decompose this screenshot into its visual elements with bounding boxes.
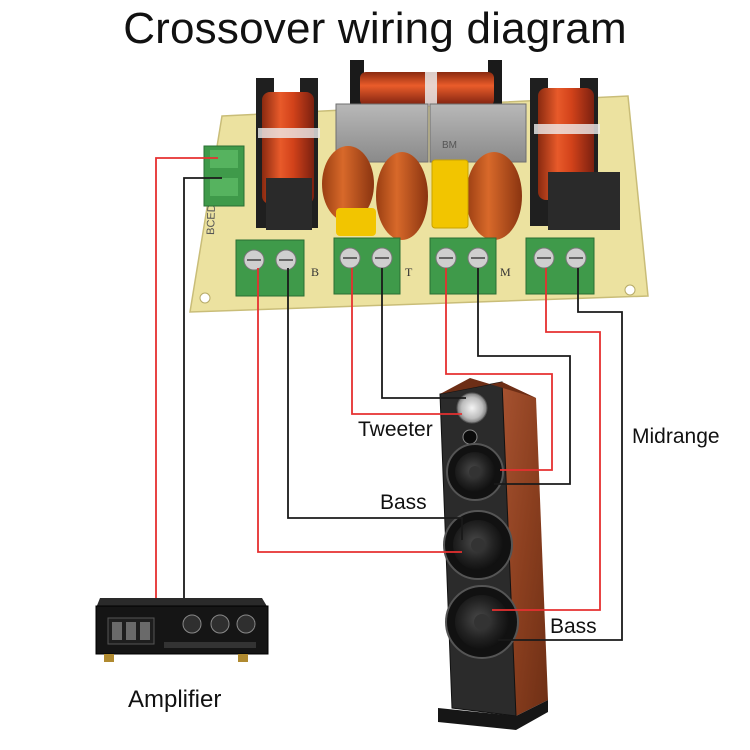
capacitor-orange [322,146,374,222]
midrange-cap [469,466,481,478]
wires [155,157,623,641]
bass-cap-lower [474,614,490,630]
wire-bass-lower-positive [492,268,601,611]
mounting-hole [199,292,211,304]
inductor-left [256,78,320,230]
amplifier-unit [95,598,269,662]
wire-midrange-positive [445,268,553,471]
label-bass-lower: Bass [550,615,597,638]
capacitor-orange [466,152,522,240]
terminal-block-bass [235,239,305,297]
amplifier-foot [238,654,248,662]
wire-bass-upper-negative [287,268,463,540]
label-amplifier: Amplifier [128,686,222,713]
wire-tweeter-positive [351,268,462,415]
terminal-block-midrange [429,237,497,295]
wire-amp-negative [183,177,222,598]
capacitor-logo: BM [442,140,457,151]
wire-bass-lower-negative [498,268,623,641]
label-bass-upper: Bass [380,491,427,514]
label-tweeter: Tweeter [358,418,433,441]
wire-midrange-negative [477,268,571,485]
terminal-block-bass2 [525,237,595,295]
capacitor-orange [376,152,428,240]
display-segment [112,622,122,640]
volume-knob [182,614,202,634]
amplifier-foot [104,654,114,662]
bass-cap-upper [471,538,485,552]
capacitor-gray-right [429,103,527,163]
wire-tweeter-negative [381,268,466,399]
capacitor-yellow-small [336,208,376,236]
speaker-top [440,378,536,398]
speaker-base [438,700,548,730]
crossover-board: BCEDA-402A BM [189,60,649,313]
terminal-letter-bass: B [311,265,319,279]
terminal-letter-midrange: M [500,265,511,279]
capacitor-yellow [431,159,469,229]
display-segment [140,622,150,640]
inductor-top [350,60,502,108]
diagram-title: Crossover wiring diagram [123,4,627,53]
tweeter-driver [456,392,488,424]
floor-speaker [438,378,548,730]
port-hole [462,429,478,445]
mounting-hole [624,284,636,296]
wire-bass-upper-positive [257,268,462,553]
volume-knob [236,614,256,634]
label-midrange: Midrange [632,425,720,448]
input-terminal [203,145,245,207]
inductor-right [530,78,620,230]
display-segment [126,622,136,640]
amplifier-buttons [164,642,256,648]
volume-knob [210,614,230,634]
terminal-block-tweeter [333,237,401,295]
terminal-letter-tweeter: T [405,265,413,279]
wire-amp-positive [155,157,218,598]
